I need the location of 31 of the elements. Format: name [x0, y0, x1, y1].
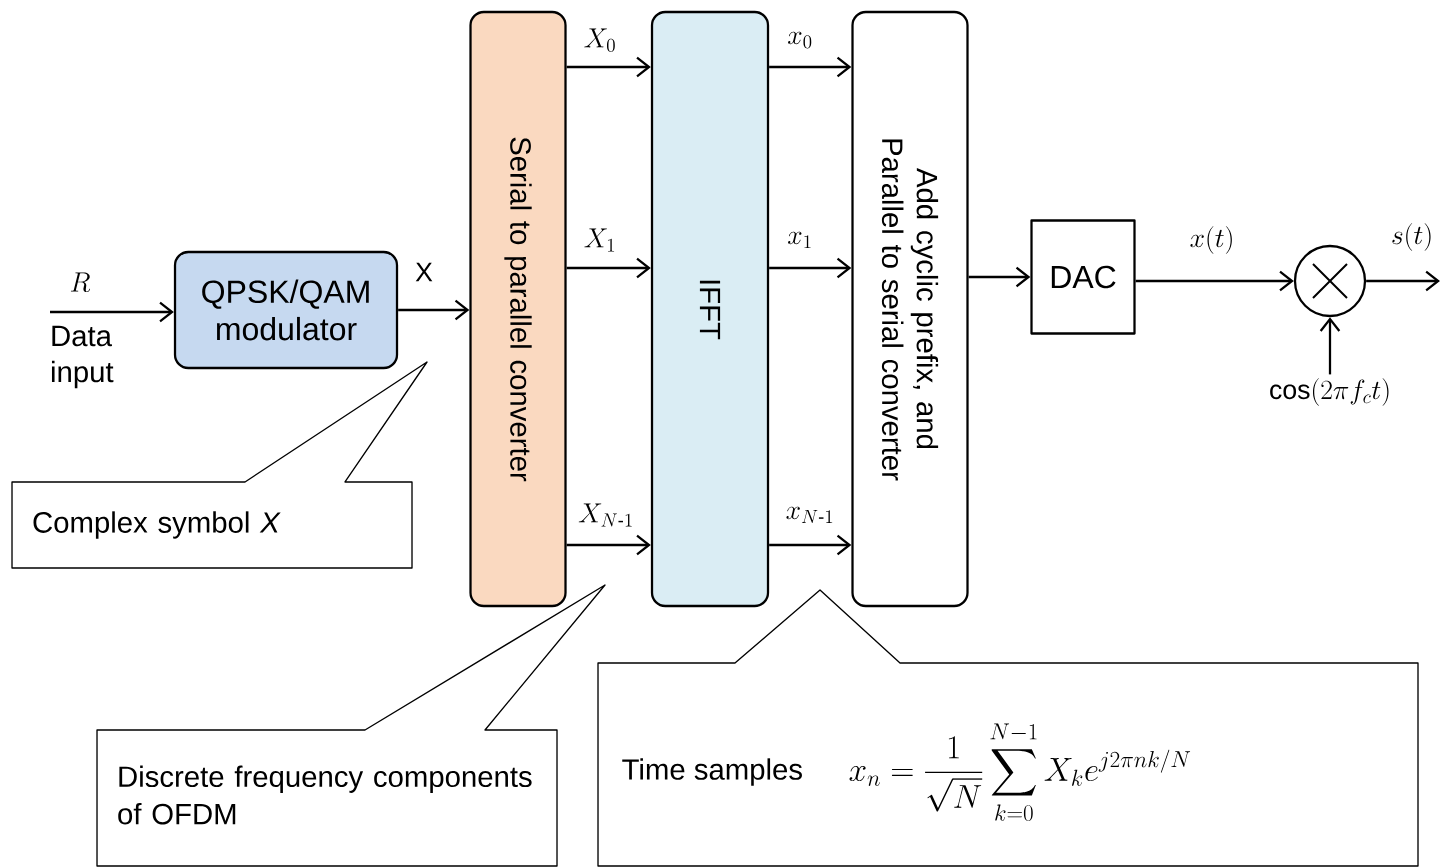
arrow	[566, 56, 651, 78]
arrow	[1319, 317, 1341, 375]
callout-box: Discrete frequency components of OFDM	[96, 584, 606, 867]
arrow	[566, 534, 651, 556]
arrow	[398, 299, 470, 321]
process-box: QPSK/QAM modulator	[173, 250, 399, 370]
arrow	[769, 534, 852, 556]
callout-box: Time samples $x_n=\frac{1}{\sqrt{N}}\sum_{k=0}^{N-1}X_k e^{j2\pi nk/N}$	[597, 589, 1419, 867]
edge-label: $X_0$	[582, 27, 618, 53]
edge-label: $x_1$	[785, 230, 815, 250]
edge-label: $x_{N\text{-}1}$	[784, 505, 836, 525]
edge-label: $X_1$	[582, 227, 618, 253]
arrow	[566, 257, 651, 279]
arrow	[1366, 270, 1440, 292]
dac-box: DAC	[1030, 219, 1136, 335]
multiplier-circle	[1293, 244, 1367, 318]
arrow	[50, 301, 174, 323]
edge-label: $\mathrm{X}$	[413, 261, 435, 283]
arrow	[769, 56, 852, 78]
edge-label: $X_{N\text{-}1}$	[576, 502, 636, 528]
edge-label: $R$	[68, 271, 92, 293]
edge-label: $s(t)$	[1389, 221, 1435, 253]
arrow	[1135, 270, 1294, 292]
ifft-box: IFFT	[650, 10, 770, 608]
edge-label: $x(t)$	[1188, 224, 1236, 256]
arrow	[769, 257, 852, 279]
edge-label: $x_0$	[785, 30, 815, 50]
carrier-label: $\cos(2\pi f_c t)$	[1270, 378, 1389, 406]
arrow	[968, 266, 1031, 288]
converter-box: Serial to parallel converter	[469, 10, 567, 608]
converter-box: Add cyclic prefix, and Parallel to serial converter	[851, 10, 969, 608]
